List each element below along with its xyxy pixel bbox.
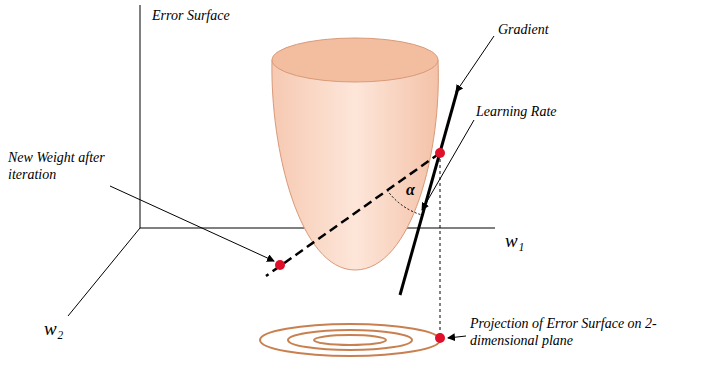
callout-label: Learning Rate (476, 104, 557, 121)
axis-title: Error Surface (152, 8, 230, 25)
angle-symbol: α (406, 180, 415, 199)
callout-label: Projection of Error Surface on 2-dimensi… (470, 316, 670, 350)
callout-label: Gradient (498, 22, 549, 39)
axis-label: w₂ (44, 318, 63, 341)
axis-label: w₁ (505, 230, 524, 253)
callout-label: New Weight after iteration (8, 150, 112, 184)
